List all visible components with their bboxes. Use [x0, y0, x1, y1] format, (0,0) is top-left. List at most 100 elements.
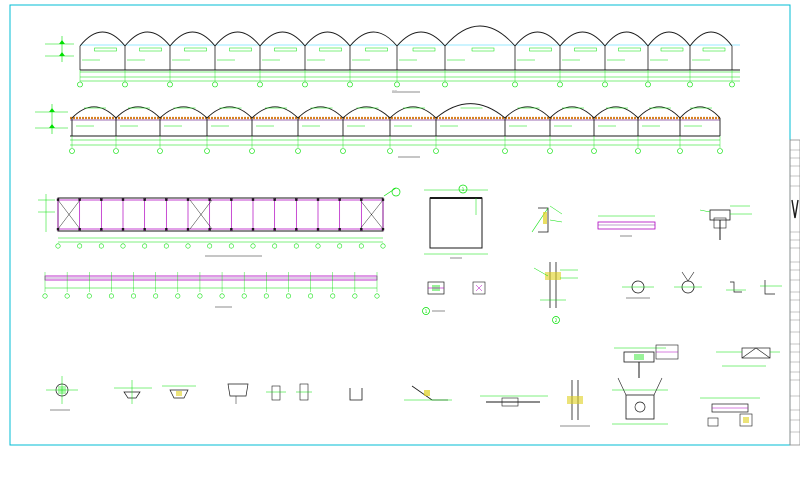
grid-bubble — [645, 81, 651, 88]
grid-bubble — [687, 81, 693, 88]
column-base-detail-1 — [614, 347, 666, 378]
column-mark — [56, 198, 60, 201]
column-base-detail-2 — [655, 344, 679, 360]
gutter-tag — [529, 47, 552, 52]
grid-bubble — [374, 293, 380, 299]
bottom-detail-channel — [349, 388, 363, 401]
arch-span — [159, 106, 208, 119]
arch-span — [444, 25, 516, 47]
arch-span — [593, 106, 639, 119]
grid-bubble — [330, 293, 336, 299]
column-mark — [208, 228, 211, 231]
arch-span — [514, 31, 561, 47]
grid-bubble — [157, 148, 163, 154]
grid-bubble — [358, 243, 364, 249]
gutter-tag — [412, 47, 436, 52]
grid-bubble — [113, 148, 119, 154]
arch-span — [71, 106, 117, 119]
grid-bubble — [591, 148, 597, 154]
elevation-marker-left-2 — [35, 104, 68, 134]
grid-bubble — [433, 148, 439, 154]
arch-span — [679, 106, 721, 119]
elevation-marker-left — [45, 36, 74, 62]
bottom-detail-6 — [296, 383, 312, 401]
gutter-tag — [365, 47, 388, 52]
bottom-detail-connection — [404, 385, 452, 401]
column-mark — [381, 228, 385, 231]
grid-bubble — [263, 293, 269, 299]
column-mark — [78, 198, 81, 201]
column-mark — [186, 198, 190, 201]
column-mark — [143, 228, 146, 231]
grid-bubble — [69, 148, 75, 154]
grid-bubble — [131, 293, 137, 299]
grid-bubble — [340, 148, 346, 154]
gutter-tag — [471, 47, 495, 52]
arch-span — [396, 31, 446, 47]
gutter-tag — [94, 47, 117, 52]
grid-bubble — [108, 293, 114, 299]
column-mark — [338, 228, 341, 231]
detail-bubble-1: 1 — [425, 309, 428, 314]
grid-bubble — [387, 148, 393, 154]
grid-bubble — [502, 148, 508, 154]
gutter-tag — [319, 47, 342, 52]
gutter-connection-detail: 2 — [533, 262, 578, 324]
arch-span — [115, 106, 161, 119]
column-mark — [56, 228, 60, 231]
arch-span — [259, 31, 306, 47]
detail-bubble-2: 2 — [555, 318, 558, 323]
grid-bubble — [204, 148, 210, 154]
grid-bubble — [293, 243, 299, 249]
section-flag-top: 1 — [462, 187, 465, 192]
arch-span — [504, 106, 551, 119]
grid-bubble — [352, 293, 358, 299]
grid-bubble — [285, 293, 291, 299]
grid-bubble — [717, 148, 723, 154]
anchor-bolt-detail — [612, 377, 668, 425]
grid-bubble — [185, 243, 191, 249]
arch-span — [304, 31, 351, 47]
bottom-detail-1 — [46, 376, 78, 411]
arch-span — [169, 31, 216, 47]
grid-bubble — [547, 148, 553, 154]
grid-bubble — [347, 81, 353, 88]
bottom-detail-2 — [114, 380, 152, 404]
gutter-tag — [702, 47, 726, 52]
grid-bubble — [729, 81, 735, 88]
grid-bubble — [315, 243, 321, 249]
arch-span — [214, 31, 261, 47]
grid-bubble — [55, 243, 61, 249]
column-head-detail — [699, 205, 752, 240]
roof-plan — [38, 187, 401, 257]
grid-bubble — [153, 293, 159, 299]
gutter-tag — [139, 47, 162, 52]
section-bubble-icon: 1 — [458, 184, 468, 194]
grid-bubble — [308, 293, 314, 299]
grid-bubble — [77, 81, 83, 88]
gutter-tag — [618, 47, 641, 52]
gutter-tag — [574, 47, 597, 52]
cleat-detail-1: 1 — [422, 281, 445, 315]
column-mark — [273, 198, 276, 201]
column-mark — [251, 228, 255, 231]
bottom-detail-splice — [480, 395, 548, 407]
column-mark — [165, 198, 168, 201]
beam-section-detail — [597, 215, 656, 237]
grid-bubble — [86, 293, 92, 299]
grid-bubble — [442, 81, 448, 88]
pipe-detail-2 — [674, 271, 702, 294]
arch-span — [435, 103, 506, 119]
gutter-tag — [184, 47, 207, 52]
elevation-1: —— — [45, 25, 740, 93]
column-mark — [316, 228, 320, 231]
arch-span — [689, 31, 733, 47]
grid-bubble — [98, 243, 104, 249]
grid-bubble — [250, 243, 256, 249]
bottom-detail-5 — [266, 385, 286, 401]
arch-span — [637, 106, 681, 119]
gutter-tag — [660, 47, 684, 52]
plan-marker-left — [38, 194, 55, 232]
arch-span — [549, 106, 595, 119]
